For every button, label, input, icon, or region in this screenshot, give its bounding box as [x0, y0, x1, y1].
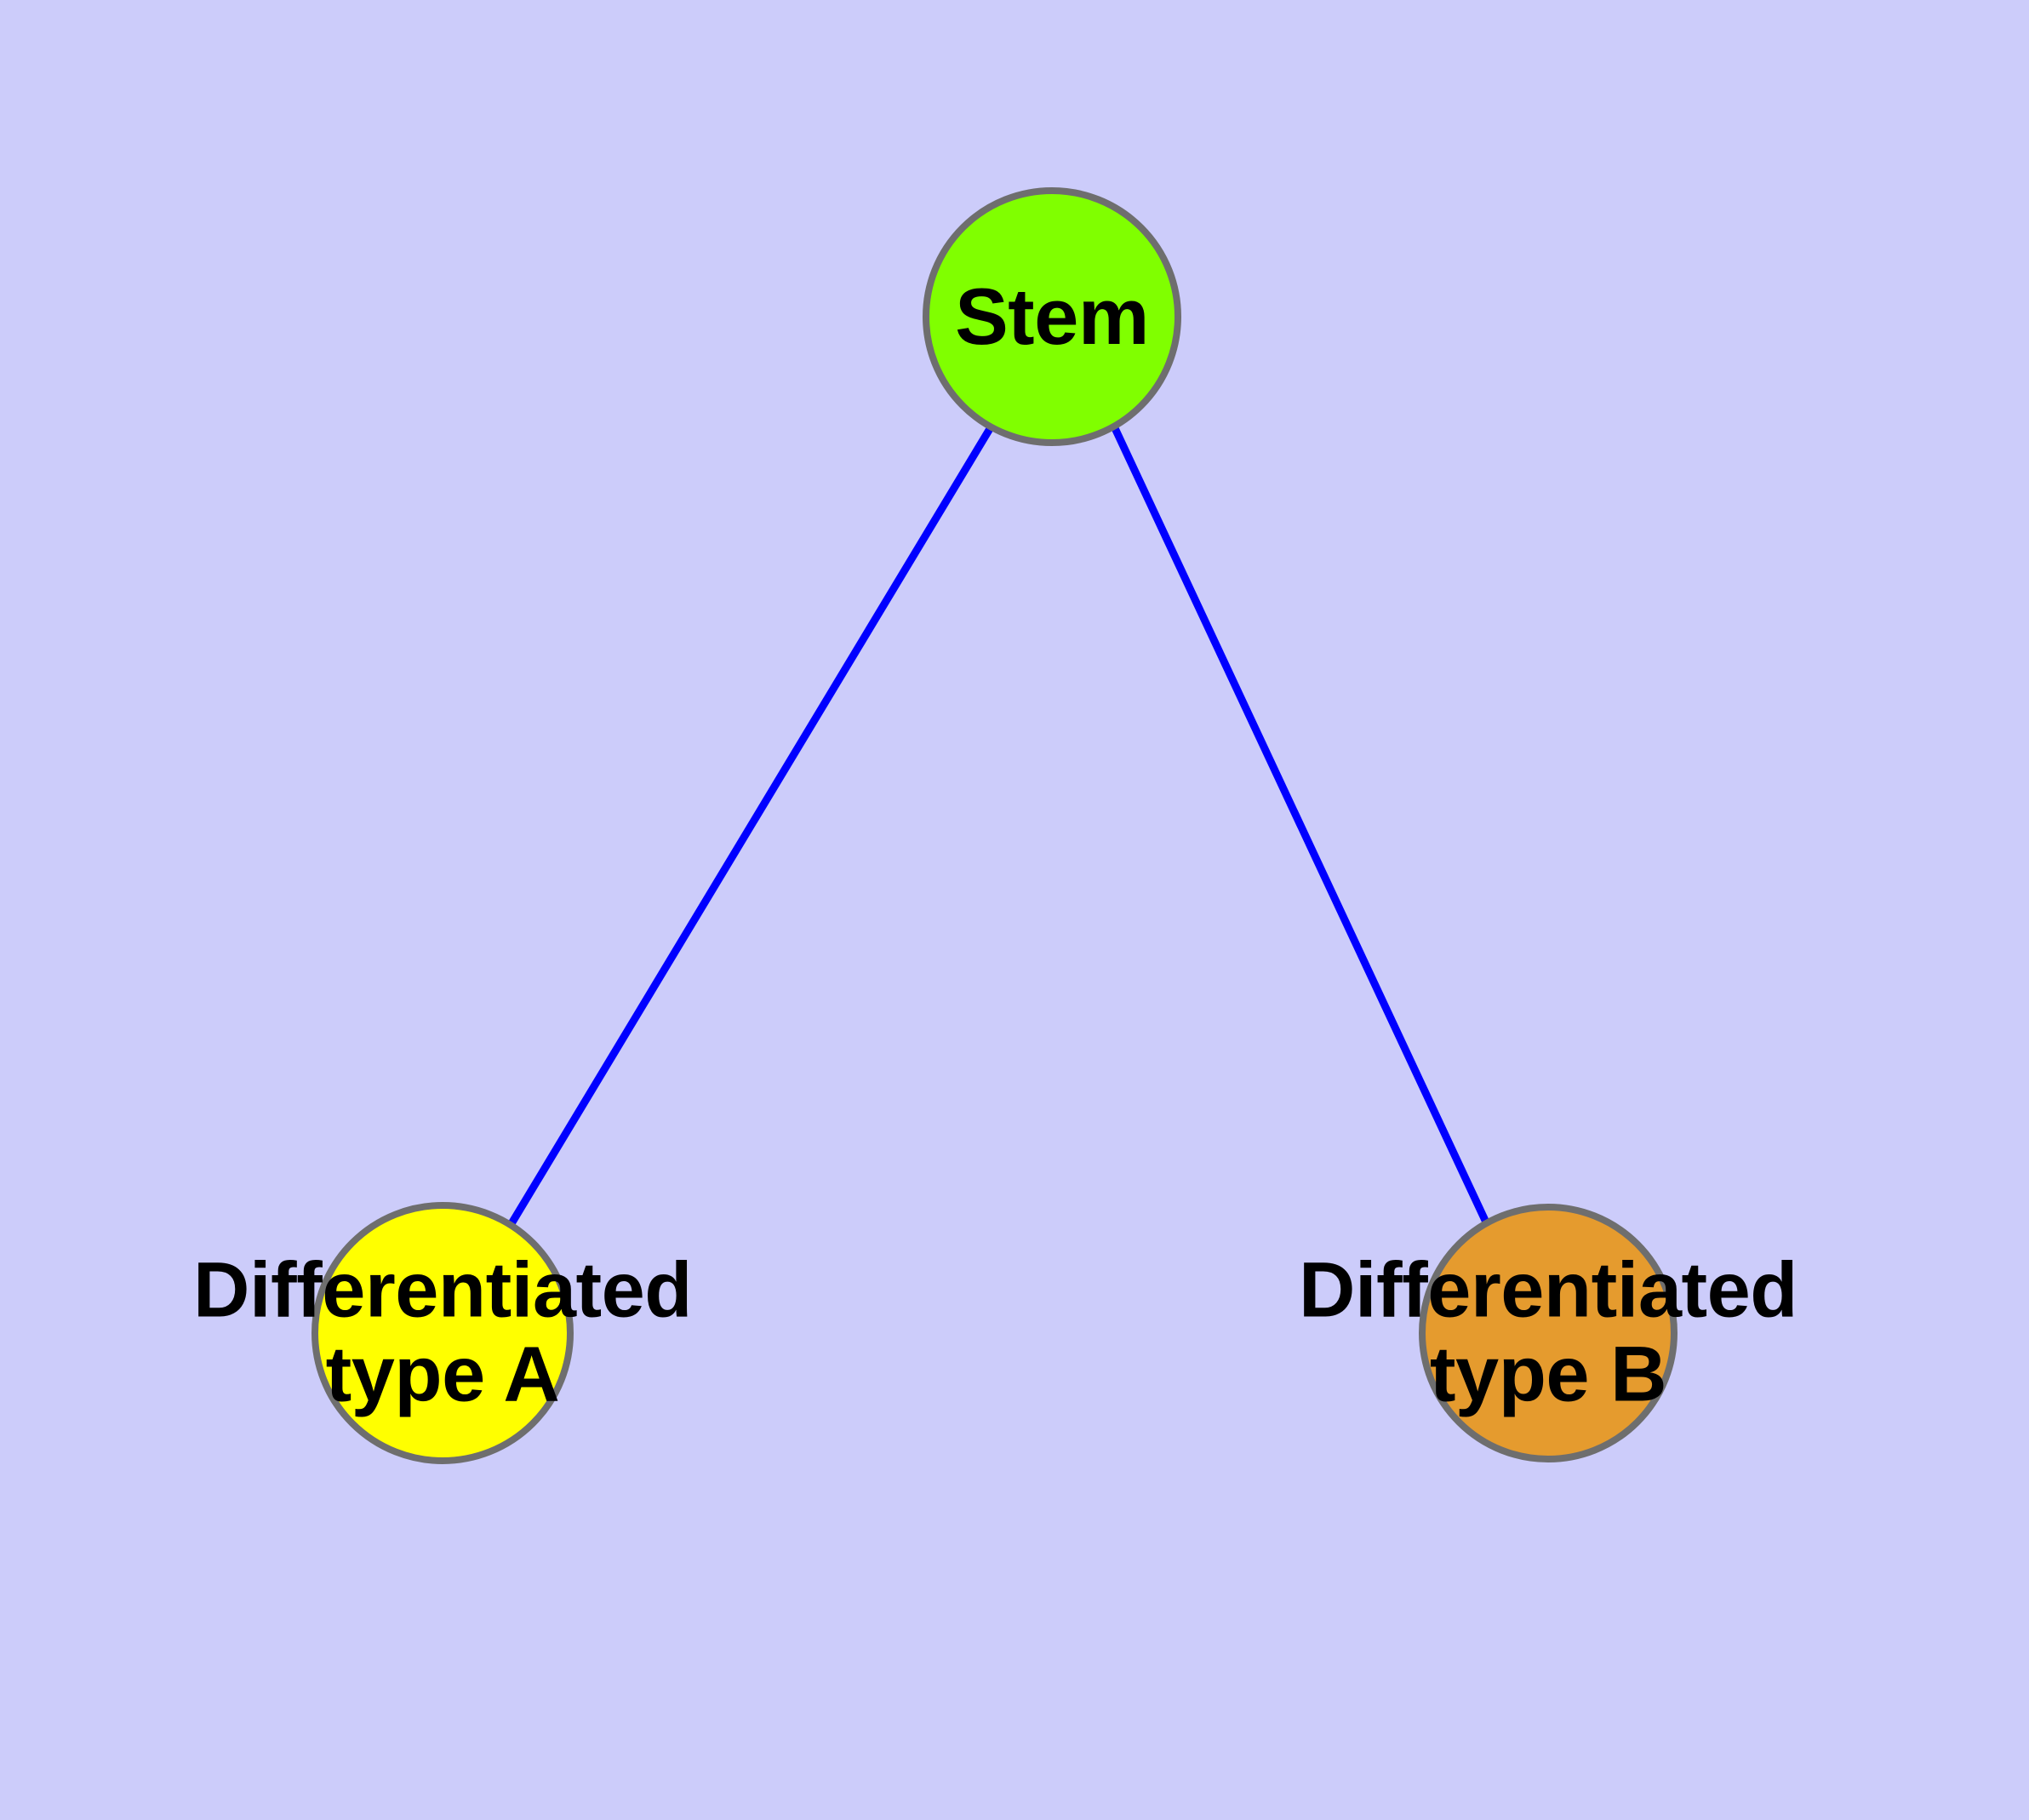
graph-node-diff-a[interactable]: [311, 1202, 574, 1464]
edge-layer: [507, 425, 1492, 1228]
graph-node-stem[interactable]: [923, 187, 1181, 446]
graph-node-diff-b[interactable]: [1419, 1204, 1677, 1462]
node-layer: [311, 187, 1677, 1464]
graph-edge-stem-to-diff-b[interactable]: [1111, 426, 1492, 1228]
graph-edge-stem-to-diff-a[interactable]: [507, 425, 994, 1228]
